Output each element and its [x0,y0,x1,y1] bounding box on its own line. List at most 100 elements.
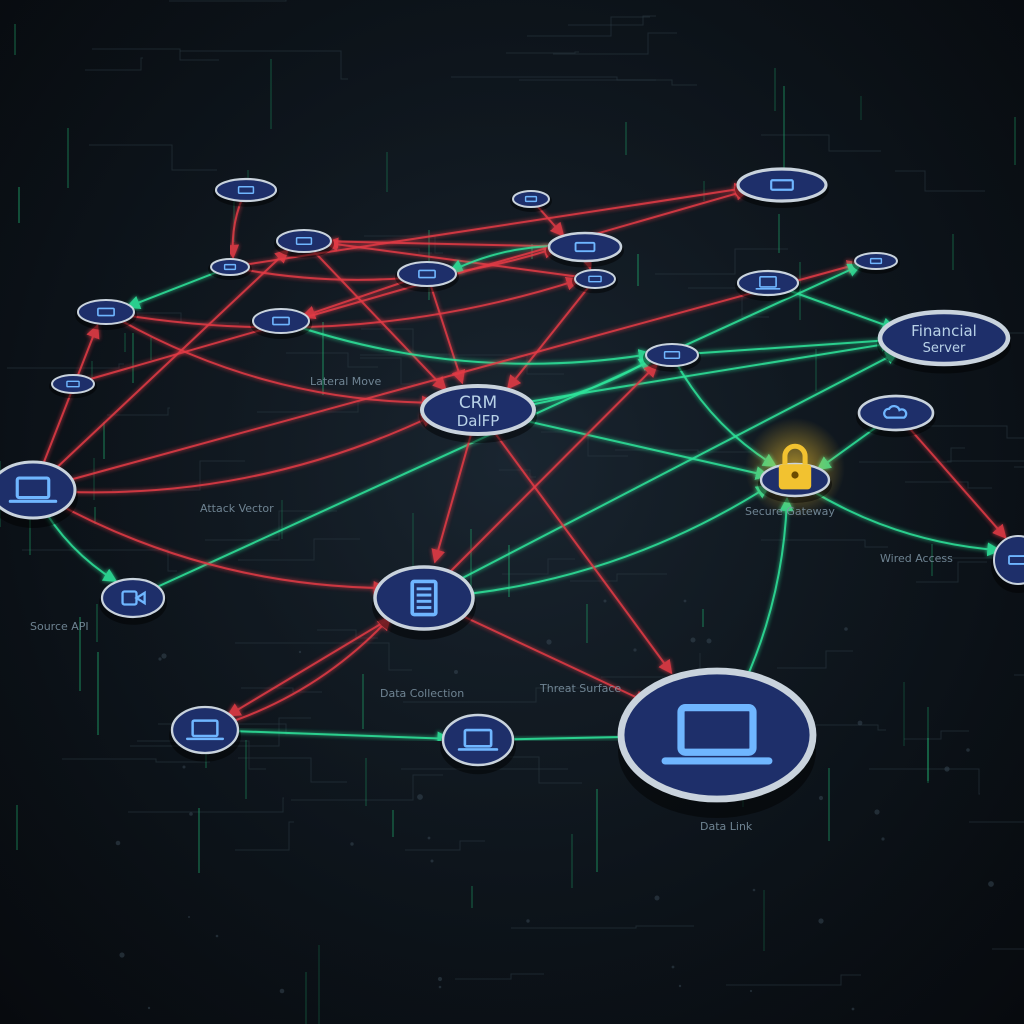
node-n9[interactable] [75,299,137,330]
circuit-trace [527,16,650,37]
circuit-trace [570,573,667,582]
bokeh-dot [857,720,863,726]
bokeh-dot [182,765,186,769]
node-n8[interactable] [572,269,618,294]
circuit-trace [317,629,378,639]
node-n6[interactable] [546,231,624,268]
circuit-trace [238,757,347,783]
circuit-trace [286,352,378,368]
node-n10[interactable] [250,308,312,339]
bokeh-dot [350,842,354,846]
node-disc [547,231,623,263]
bokeh-dot [654,895,660,901]
bokeh-dot [749,989,753,993]
bokeh-dot [706,638,712,644]
circuit-trace [907,425,1024,439]
bokeh-dot [189,812,193,816]
circuit-trace [405,840,485,851]
laptop-icon [15,476,51,500]
node-disc [100,577,166,619]
bokeh-dot [752,888,756,892]
node-disc [51,374,95,394]
circuit-trace [519,79,697,86]
node-n19[interactable] [49,374,97,399]
bokeh-dot [546,639,552,645]
bokeh-dot [438,985,442,989]
node-n22[interactable] [169,705,241,762]
node-n4[interactable] [274,229,334,258]
threat-edge-laptop-left-n4 [32,248,290,491]
annotation-label: Wired Access [880,552,953,565]
node-n23[interactable] [440,713,516,775]
secure-edge-n14-n15 [671,333,895,356]
node-disc [77,299,135,325]
node-label: CRM [459,393,497,413]
bokeh-dot [437,976,443,982]
bokeh-dot [851,1007,855,1011]
bokeh-dot [430,859,434,863]
node-camera[interactable] [99,577,167,625]
circuit-trace [455,973,544,980]
node-laptop-left[interactable] [0,460,78,528]
circuit-trace [502,558,575,575]
node-big-laptop[interactable] [617,667,817,818]
server-icon [237,185,255,195]
annotation-label: Data Link [700,820,753,833]
node-n11[interactable] [735,269,801,301]
bokeh-dot [158,657,162,661]
secure-edge-hub-n15 [423,351,900,599]
circuit-trace [895,170,985,192]
threat-edge-hub-n14 [423,363,659,599]
node-lock[interactable] [745,418,845,518]
threat-edge-crm-big-laptop [477,409,673,675]
server-icon [418,269,436,279]
circuit-trace [128,797,284,813]
annotation-label: Threat Surface [539,682,621,695]
circuit-trace [238,538,360,561]
circuit-trace [869,768,980,795]
node-n2[interactable] [510,190,552,212]
server-icon [295,236,313,246]
bokeh-dot [526,919,530,923]
bokeh-dot [119,952,125,958]
circuit-trace [655,248,788,275]
node-n16[interactable] [856,394,936,438]
node-disc [420,384,536,436]
node-n12[interactable] [852,252,900,274]
server-icon [663,350,681,360]
node-hub[interactable] [372,565,476,640]
node-disc [736,269,800,297]
bokeh-dot [115,840,121,846]
node-n25[interactable] [991,535,1024,593]
node-n7[interactable] [395,260,459,292]
threat-edge-n9-crm [105,311,437,410]
server-icon [66,380,80,388]
laptop-icon [759,276,777,288]
threat-edge-n5-n6 [229,245,558,281]
circuit-trace [403,687,593,703]
node-disc [396,260,458,288]
threat-edge-laptop-left-hub [32,489,388,595]
bokeh-dot [874,809,880,815]
laptop-icon [191,719,219,738]
node-n3[interactable] [735,167,829,208]
laptop-icon [463,728,493,748]
bokeh-dot [215,934,219,938]
annotation-label: Lateral Move [310,375,381,388]
threat-edge-laptop-left-crm [32,414,436,494]
node-disc [645,343,699,367]
node-disc [210,258,250,276]
bokeh-dot [427,836,431,840]
bokeh-dot [678,984,682,988]
node-n14[interactable] [643,343,701,372]
circuit-trace [969,821,1024,823]
node-n5[interactable] [208,258,252,280]
secure-edge-crm-n15 [477,337,895,411]
node-n1[interactable] [213,177,279,207]
circuit-trace [360,357,415,385]
bokeh-dot [818,795,824,801]
